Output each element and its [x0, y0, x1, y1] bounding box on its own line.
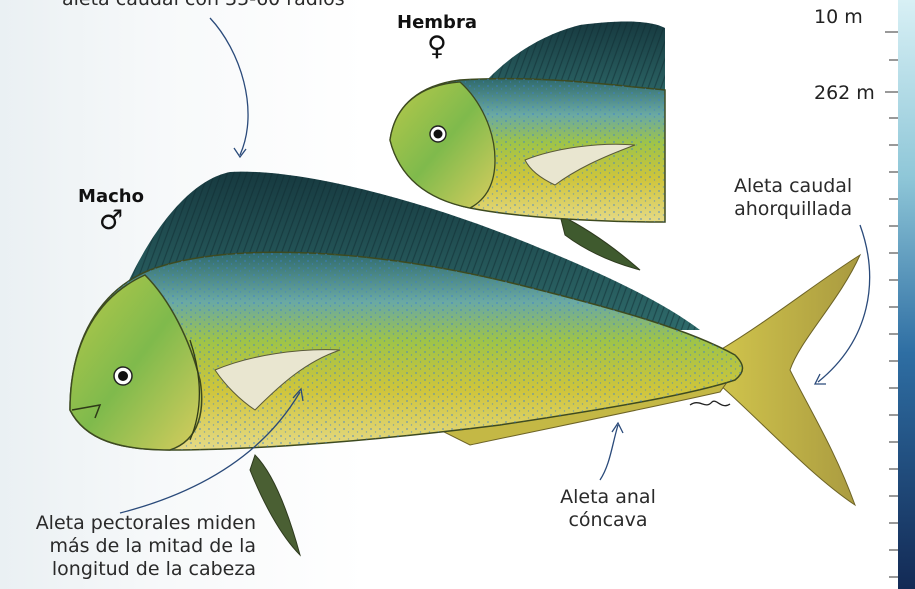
top-caption: aleta caudal con 35-60 radios: [62, 0, 345, 11]
artist-signature: [690, 401, 730, 406]
pectoral-line-3: longitud de la cabeza: [8, 558, 256, 581]
anal-fin-label: Aleta anal cóncava: [548, 486, 668, 532]
pectoral-line-2: más de la mitad de la: [8, 535, 256, 558]
depth-label-top: 10 m: [814, 6, 863, 28]
female-label: Hembra ♀: [392, 12, 482, 61]
depth-scale: [885, 0, 915, 589]
male-name: Macho: [66, 186, 156, 207]
female-symbol: ♀: [392, 33, 482, 61]
depth-label-mid: 262 m: [814, 82, 875, 104]
pectoral-fin-label: Aleta pectorales miden más de la mitad d…: [8, 512, 256, 581]
anal-line-1: Aleta anal: [548, 486, 668, 509]
male-label: Macho ♂: [66, 186, 156, 235]
caudal-line-1: Aleta caudal: [734, 175, 852, 198]
male-fish: [70, 172, 860, 555]
caudal-fin-label: Aleta caudal ahorquillada: [734, 175, 852, 221]
male-symbol: ♂: [66, 207, 156, 235]
female-name: Hembra: [392, 12, 482, 33]
caudal-line-2: ahorquillada: [734, 198, 852, 221]
anal-line-2: cóncava: [548, 509, 668, 532]
pectoral-line-1: Aleta pectorales miden: [8, 512, 256, 535]
